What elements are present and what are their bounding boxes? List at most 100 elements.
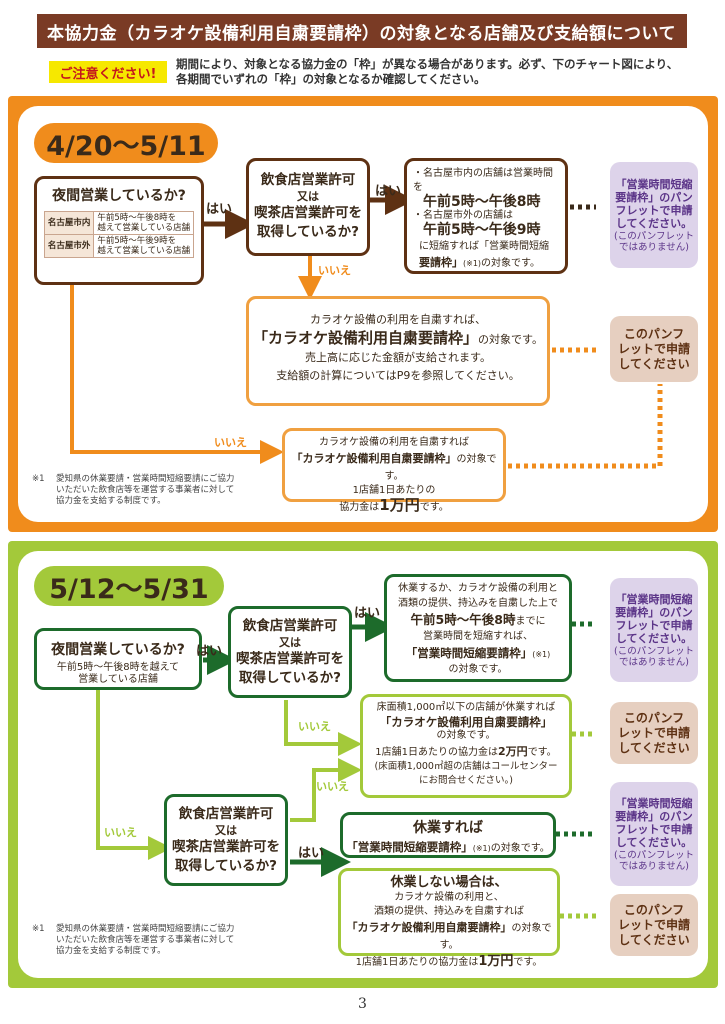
note-line: いただいた飲食店等を運営する事業者に対して [56, 935, 235, 945]
footnote-ref: (※1) [532, 650, 551, 659]
text-line: 休業するか、カラオケ設備の利用と [398, 583, 558, 594]
license-line: 喫茶店営業許可を [172, 839, 280, 855]
note-line: 愛知県の休業要請・営業時間短縮要請にご協力 [56, 924, 235, 934]
p2-closure-box: 休業するか、カラオケ設備の利用と 酒類の提供、持込みを自粛した上で 午前5時〜午… [384, 574, 572, 682]
footnote-ref: (※1) [463, 259, 482, 268]
license-line: 飲食店営業許可 [260, 172, 356, 188]
text-line: 酒類の提供、持込みを自粛すれば [374, 906, 524, 917]
text-line: です。 [419, 502, 449, 513]
text-line: 午前5時〜午後8時を越えて [56, 662, 180, 673]
text-line: 支給額の計算についてはP9を参照してください。 [276, 369, 520, 382]
text-line: に短縮すれば「営業時間短縮 [419, 241, 549, 252]
p2-license-question: 飲食店営業許可 又は 喫茶店営業許可を 取得しているか? [228, 606, 352, 698]
page-number: 3 [358, 996, 367, 1012]
text-line: 営業している店舗 [78, 674, 158, 685]
text-line: してください [618, 356, 690, 371]
text-line: 1店舗1日あたりの [352, 485, 436, 496]
p1-footnote: 愛知県の休業要請・営業時間短縮要請にご協力 いただいた飲食店等を運営する事業者に… [56, 474, 234, 507]
text-line: このパンフ [623, 326, 685, 341]
page-title: 本協力金（カラオケ設備利用自粛要請枠）の対象となる店舗及び支給額について [37, 14, 687, 48]
text-line: の対象です。 [439, 923, 552, 951]
period2-label: 5/12〜5/31 [34, 566, 224, 606]
p2-no-rest-box: 休業しない場合は、 カラオケ設備の利用と、 酒類の提供、持込みを自粛すれば 「カ… [338, 868, 560, 969]
desc-cell: 午前5時〜午後9時を越えて営業している店舗 [93, 234, 195, 258]
note-line: 協力金を支給する制度です。 [56, 946, 166, 956]
p1-dots-3 [508, 384, 663, 469]
license-line: 取得しているか? [257, 224, 359, 240]
p2-arrow-no3 [96, 688, 172, 860]
karaoke-frame-name: 「カラオケ設備利用自粛要請枠」 [253, 329, 479, 347]
license-line: 飲食店営業許可 [242, 618, 338, 634]
text-line: カラオケ設備の利用を自粛すれば [319, 437, 469, 448]
text-line: 「営業時間短縮 [615, 592, 693, 606]
text-line: レットで申請 [617, 917, 690, 932]
p2-night-text: 夜間営業しているか? [51, 642, 185, 658]
text-line: このパンフ [623, 710, 685, 725]
text-line: 午前5時〜午後8時 [410, 612, 516, 627]
text-line: フレットで申請 [615, 822, 693, 836]
text-line: にお問合せください。) [419, 775, 513, 786]
text-line: 床面積1,000㎡以下の店舗が休業すれば [376, 702, 556, 713]
p1-side-this-pamphlet: このパンフ レットで申請 してください [610, 316, 698, 382]
note-line: ではありません) [619, 656, 689, 668]
license-line: 取得しているか? [239, 670, 341, 686]
text-line: レットで申請 [617, 725, 690, 740]
period1-label: 4/20〜5/11 [34, 123, 218, 163]
text-line: 休業しない場合は、 [390, 875, 508, 890]
text-line: です。 [513, 957, 543, 968]
p1-no-label-1: いいえ [318, 264, 351, 277]
table-row: 名古屋市外午前5時〜午後9時を越えて営業している店舗 [43, 234, 195, 258]
p2-yes-label-2: はい [354, 606, 381, 621]
p1-yes-label-2: はい [375, 184, 402, 199]
p2-night-question: 夜間営業しているか? 午前5時〜午後8時を越えて 営業している店舗 [34, 628, 202, 690]
p2-side-this-pamphlet-1: このパンフ レットで申請 してください [610, 702, 698, 764]
amount-value: 1万円 [379, 496, 420, 514]
note-line: 協力金を支給する制度です。 [56, 496, 166, 506]
p1-short-hours-box: ・名古屋市内の店舗は営業時間を 午前5時〜午後8時 ・名古屋市外の店舗は 午前5… [404, 158, 568, 274]
p2-footnote: 愛知県の休業要請・営業時間短縮要請にご協力 いただいた飲食店等を運営する事業者に… [56, 924, 234, 957]
license-line: 取得しているか? [175, 858, 277, 874]
text-line: カラオケ設備の利用を自粛すれば、 [310, 313, 486, 326]
text-line: ・名古屋市外の店舗は [413, 210, 513, 221]
license-line: 喫茶店営業許可を [236, 651, 344, 667]
p2-license-question-2: 飲食店営業許可 又は 喫茶店営業許可を 取得しているか? [164, 794, 288, 886]
note-line: 愛知県の休業要請・営業時間短縮要請にご協力 [56, 474, 235, 484]
text-line: の対象です。 [490, 843, 550, 854]
p1-karaoke-flat-box: カラオケ設備の利用を自粛すれば 「カラオケ設備利用自粛要請枠」の対象です。 1店… [282, 428, 506, 513]
p1-side-other-pamphlet: 「営業時間短縮 要請枠」のパン フレットで申請 してください。 (このパンフレッ… [610, 162, 698, 268]
amount-value: 1万円 [478, 954, 514, 969]
text-line: レットで申請 [617, 341, 690, 356]
desc-cell: 午前5時〜午後8時を越えて営業している店舗 [93, 211, 195, 235]
text-line: してください。 [615, 835, 693, 849]
text-line: の対象です。 [436, 730, 496, 741]
p1-night-question: 夜間営業しているか? 名古屋市内午前5時〜午後8時を越えて営業している店舗 名古… [34, 176, 204, 285]
area-cell: 名古屋市外 [43, 234, 95, 258]
caution-text: 期間により、対象となる協力金の「枠」が異なる場合があります。必ず、下のチャート図… [176, 57, 696, 87]
area-cell: 名古屋市内 [43, 211, 95, 235]
text-line: 要請枠」のパン [615, 190, 693, 204]
note-line: いただいた飲食店等を運営する事業者に対して [56, 485, 235, 495]
p2-side-this-pamphlet-2: このパンフ レットで申請 してください [610, 894, 698, 956]
p1-footnote-mark: ※1 [32, 474, 45, 484]
p2-footnote-mark: ※1 [32, 924, 45, 934]
p1-license-question: 飲食店営業許可 又は 喫茶店営業許可を 取得しているか? [246, 158, 370, 256]
p1-karaoke-box: カラオケ設備の利用を自粛すれば、 「カラオケ設備利用自粛要請枠」の対象です。 売… [246, 296, 550, 406]
p1-night-text: 夜間営業しているか? [52, 188, 186, 204]
text-line: 協力金は [339, 502, 380, 513]
p2-side-other-pamphlet-1: 「営業時間短縮 要請枠」のパン フレットで申請 してください。 (このパンフレッ… [610, 578, 698, 682]
text-line: 休業すれば [413, 820, 483, 836]
text-line: 「営業時間短縮要請枠」 [405, 646, 533, 660]
text-line: の対象です。 [448, 664, 508, 675]
note-line: ではありません) [619, 241, 689, 253]
p2-small-store-box: 床面積1,000㎡以下の店舗が休業すれば 「カラオケ設備利用自粛要請枠」 の対象… [360, 694, 572, 798]
text-line: ・名古屋市内の店舗は営業時間を [413, 168, 553, 193]
text-line: してください。 [615, 631, 693, 645]
karaoke-frame-name: 「カラオケ設備利用自粛要請枠」 [291, 452, 457, 465]
text-line: フレットで申請 [615, 618, 693, 632]
p2-no-label-3: いいえ [104, 826, 137, 839]
text-line: フレットで申請 [615, 203, 693, 217]
text-line: 要請枠」 [419, 256, 463, 269]
text-line: の対象です。 [478, 333, 543, 346]
p2-no-label-2: いいえ [316, 780, 349, 793]
